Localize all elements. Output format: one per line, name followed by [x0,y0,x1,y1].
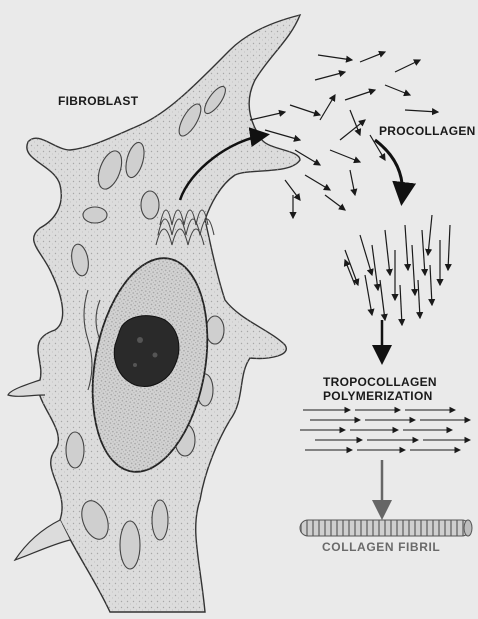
procollagen-label: PROCOLLAGEN [379,124,476,138]
collagen-fibril [300,520,472,536]
collagen-fibril-label: COLLAGEN FIBRIL [322,540,440,554]
aggregating-molecules [345,215,450,325]
fibroblast-label: FIBROBLAST [58,94,138,108]
tropocollagen-label-line1: TROPOCOLLAGEN [323,375,437,389]
tropocollagen-rows [300,410,470,450]
tropocollagen-polymerization-label: TROPOCOLLAGEN POLYMERIZATION [323,375,437,403]
tropocollagen-label-line2: POLYMERIZATION [323,389,437,403]
